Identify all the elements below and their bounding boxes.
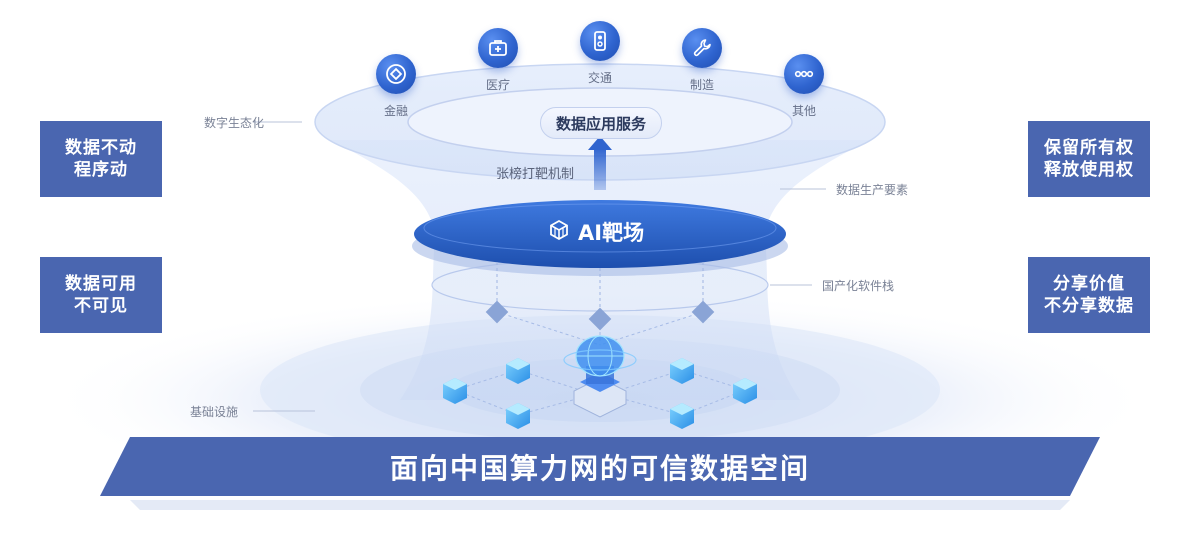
more-icon <box>784 54 824 94</box>
central-server <box>563 335 637 418</box>
principle-line: 保留所有权 <box>1044 138 1134 158</box>
service-label: 其他 <box>791 104 816 118</box>
service-medical: 医疗 <box>475 28 521 93</box>
principle-line: 释放使用权 <box>1044 160 1134 180</box>
principle-line: 不可见 <box>74 296 128 316</box>
service-label: 医疗 <box>485 78 510 92</box>
service-pill: 数据应用服务 <box>540 107 662 139</box>
principle-box-right-1: 保留所有权 释放使用权 <box>1028 121 1150 197</box>
service-label: 金融 <box>383 104 408 118</box>
callout-infrastructure: 基础设施 <box>190 405 239 419</box>
callout-software-stack: 国产化软件栈 <box>822 279 895 293</box>
node-cube <box>506 403 530 429</box>
node-cube <box>443 378 467 404</box>
principle-line: 程序动 <box>74 160 128 180</box>
traffic-light-icon <box>580 21 620 61</box>
arrow-shaft <box>594 148 606 190</box>
medical-kit-icon <box>478 28 518 68</box>
node-cube <box>670 403 694 429</box>
ai-disc-rim <box>423 203 777 253</box>
principle-line: 数据可用 <box>65 274 137 294</box>
principle-box-left-1: 数据不动 程序动 <box>40 121 162 197</box>
node-cube <box>670 358 694 384</box>
ai-range-label: AI靶场 <box>548 219 644 245</box>
principle-line: 数据不动 <box>65 138 137 158</box>
banner-title: 面向中国算力网的可信数据空间 <box>389 451 810 485</box>
ai-disc <box>414 200 786 268</box>
node-cube <box>506 358 530 384</box>
service-label: 交通 <box>587 71 612 85</box>
cube-icon <box>548 219 570 246</box>
service-label: 制造 <box>689 78 714 92</box>
service-manufacturing: 制造 <box>679 28 725 93</box>
callout-ecosystem: 数字生态化 <box>204 116 265 130</box>
banner-shape <box>100 437 1100 496</box>
banner-shadow <box>130 500 1070 510</box>
callout-data-production: 数据生产要素 <box>836 183 909 197</box>
principle-line: 分享价值 <box>1053 274 1125 294</box>
service-traffic: 交通 <box>577 21 623 86</box>
principle-box-left-2: 数据可用 不可见 <box>40 257 162 333</box>
principle-line: 不分享数据 <box>1044 296 1134 316</box>
ai-range-text: AI靶场 <box>578 221 645 245</box>
mechanism-label: 张榜打靶机制 <box>496 167 575 182</box>
principle-box-right-2: 分享价值 不分享数据 <box>1028 257 1150 333</box>
stack-diamond-right <box>691 300 715 324</box>
diamond-icon <box>376 54 416 94</box>
stack-diamond-mid <box>588 307 612 331</box>
arrow-head <box>588 136 612 150</box>
wrench-icon <box>682 28 722 68</box>
stack-diamond-left <box>485 300 509 324</box>
service-finance: 金融 <box>373 54 419 119</box>
node-cube <box>733 378 757 404</box>
service-other: 其他 <box>781 54 827 119</box>
